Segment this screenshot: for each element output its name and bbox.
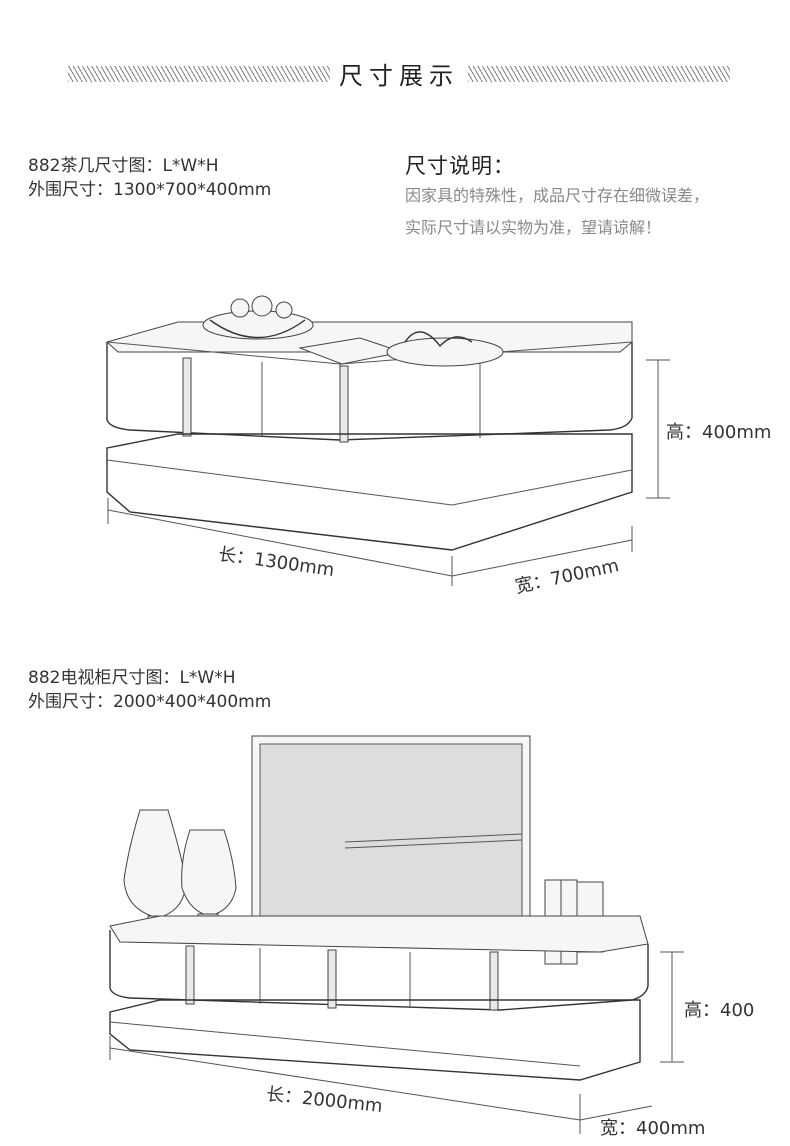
fruit-2 bbox=[251, 295, 273, 317]
section-title: 尺寸展示 bbox=[339, 62, 459, 90]
coffee-table-base bbox=[106, 433, 633, 551]
coffee-table-height: 高：400mm bbox=[666, 422, 772, 443]
tv-cabinet-base bbox=[109, 999, 641, 1081]
coffee-table-base-edge bbox=[106, 459, 453, 506]
coffee-table-outer-size: 外围尺寸：1300*700*400mm bbox=[28, 180, 272, 200]
tv-cabinet-width: 宽：400mm bbox=[600, 1118, 706, 1139]
vase-right bbox=[181, 829, 237, 917]
fruit-basket-bowl bbox=[209, 319, 306, 339]
fruit-3 bbox=[275, 301, 293, 319]
coffee-table-specs: 882茶几尺寸图：L*W*H 外围尺寸：1300*700*400mm bbox=[28, 154, 271, 202]
tv-cabinet-handle-3 bbox=[489, 951, 499, 1011]
vase-left bbox=[123, 809, 187, 919]
width-dimension-line bbox=[451, 539, 633, 577]
tv-cabinet-heading: 882电视柜尺寸图：L*W*H bbox=[28, 668, 236, 688]
tv-cabinet-height: 高：400 bbox=[684, 1000, 755, 1021]
fruit-1 bbox=[230, 298, 250, 318]
tv-width-dimension-line bbox=[579, 1105, 653, 1121]
coffee-table-drawer-handle-1 bbox=[182, 357, 192, 437]
decor-figurine bbox=[404, 331, 473, 348]
tv-cabinet-base-edge bbox=[109, 1021, 581, 1067]
tv-pier-2 bbox=[344, 839, 523, 849]
tv-cabinet-specs: 882电视柜尺寸图：L*W*H 外围尺寸：2000*400*400mm bbox=[28, 666, 271, 714]
notes-line-2: 实际尺寸请以实物为准，望请谅解！ bbox=[405, 218, 662, 237]
notes-line-1: 因家具的特殊性，成品尺寸存在细微误差， bbox=[405, 186, 710, 205]
coffee-table-drawing bbox=[105, 295, 670, 586]
size-notes: 尺寸说明： 因家具的特殊性，成品尺寸存在细微误差， 实际尺寸请以实物为准，望请谅… bbox=[405, 150, 709, 244]
header-hatch-right bbox=[468, 66, 730, 82]
tv-cabinet-drawing bbox=[109, 735, 684, 1134]
coffee-table-base-edge-2 bbox=[451, 469, 633, 506]
tv-cabinet-handle-2 bbox=[327, 949, 337, 1009]
coffee-table-edge bbox=[106, 341, 341, 365]
tv-length-dimension-line bbox=[109, 1047, 581, 1121]
length-dimension-line bbox=[107, 509, 453, 577]
coffee-table-drawer-handle-2 bbox=[339, 365, 349, 443]
decor-plate bbox=[386, 337, 504, 367]
coffee-table-heading: 882茶几尺寸图：L*W*H bbox=[28, 156, 219, 176]
tv-screen-inner bbox=[259, 743, 523, 935]
header-hatch-left bbox=[68, 66, 330, 82]
tv-cabinet-outer-size: 外围尺寸：2000*400*400mm bbox=[28, 692, 272, 712]
tv-pier bbox=[344, 833, 523, 843]
tv-cabinet-handle-1 bbox=[185, 945, 195, 1005]
notes-title: 尺寸说明： bbox=[405, 154, 515, 178]
tv-cabinet-body bbox=[109, 930, 649, 1011]
